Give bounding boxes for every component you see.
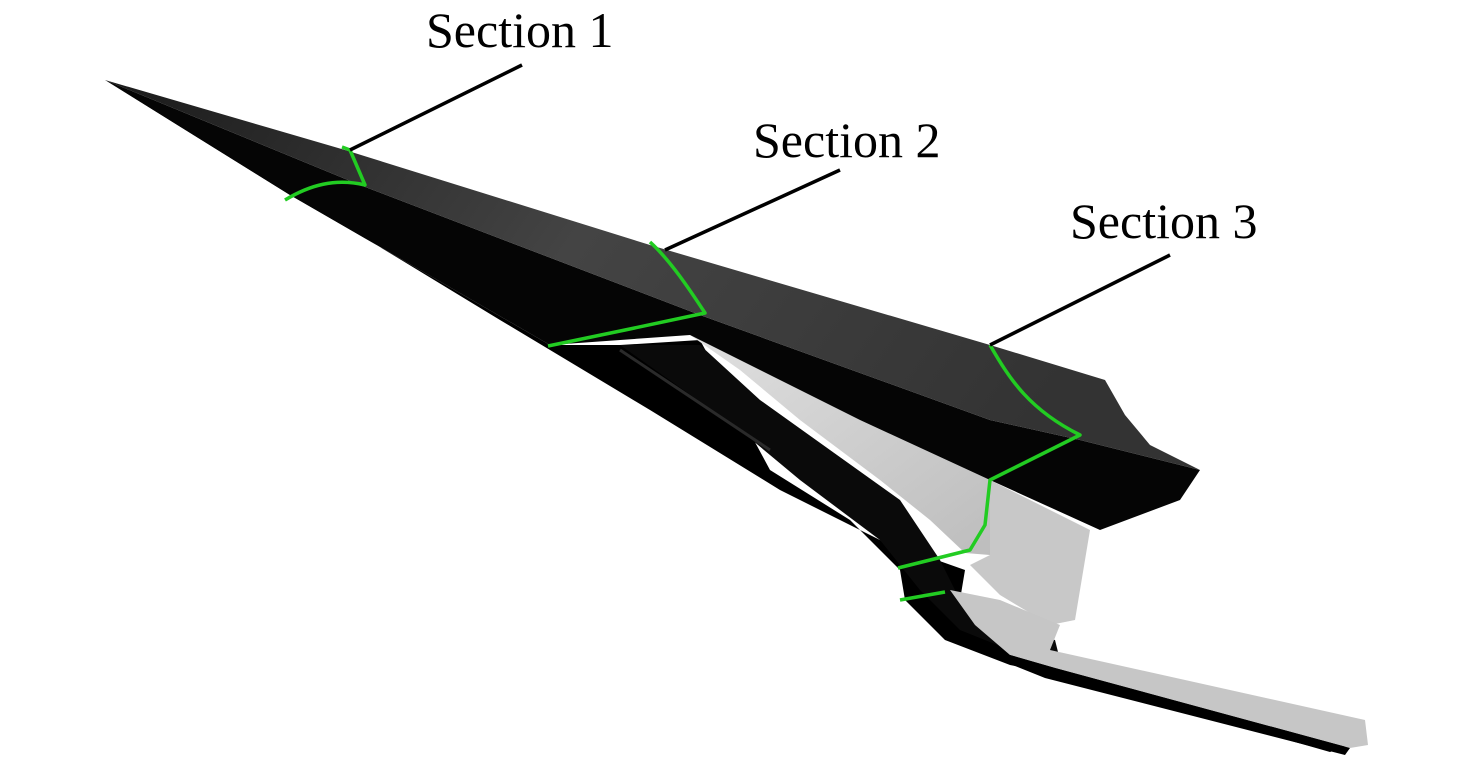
section-2-leader (664, 168, 841, 252)
section-2-label: Section 2 (753, 112, 940, 168)
cowl-side (970, 480, 1090, 625)
section-1-leader (349, 63, 523, 152)
section-lines (284, 145, 1082, 602)
section-3-leader (989, 253, 1171, 347)
section-2-line (547, 240, 707, 348)
upper-top-surface (105, 80, 1200, 470)
inlet-ramp-surface (690, 335, 990, 555)
cowl-lip-line (899, 590, 946, 602)
section-1-line (284, 145, 367, 202)
section-3-label: Section 3 (1070, 193, 1257, 249)
inlet-duct-wall (620, 345, 1060, 660)
upper-body-side (105, 80, 1200, 530)
afterbody-plate (950, 590, 1368, 748)
leader-lines (349, 63, 1171, 347)
section-3-line (897, 344, 1082, 570)
inner-crease-line (619, 348, 771, 452)
afterbody-underside (1005, 655, 1350, 755)
section-1-label: Section 1 (426, 2, 613, 58)
